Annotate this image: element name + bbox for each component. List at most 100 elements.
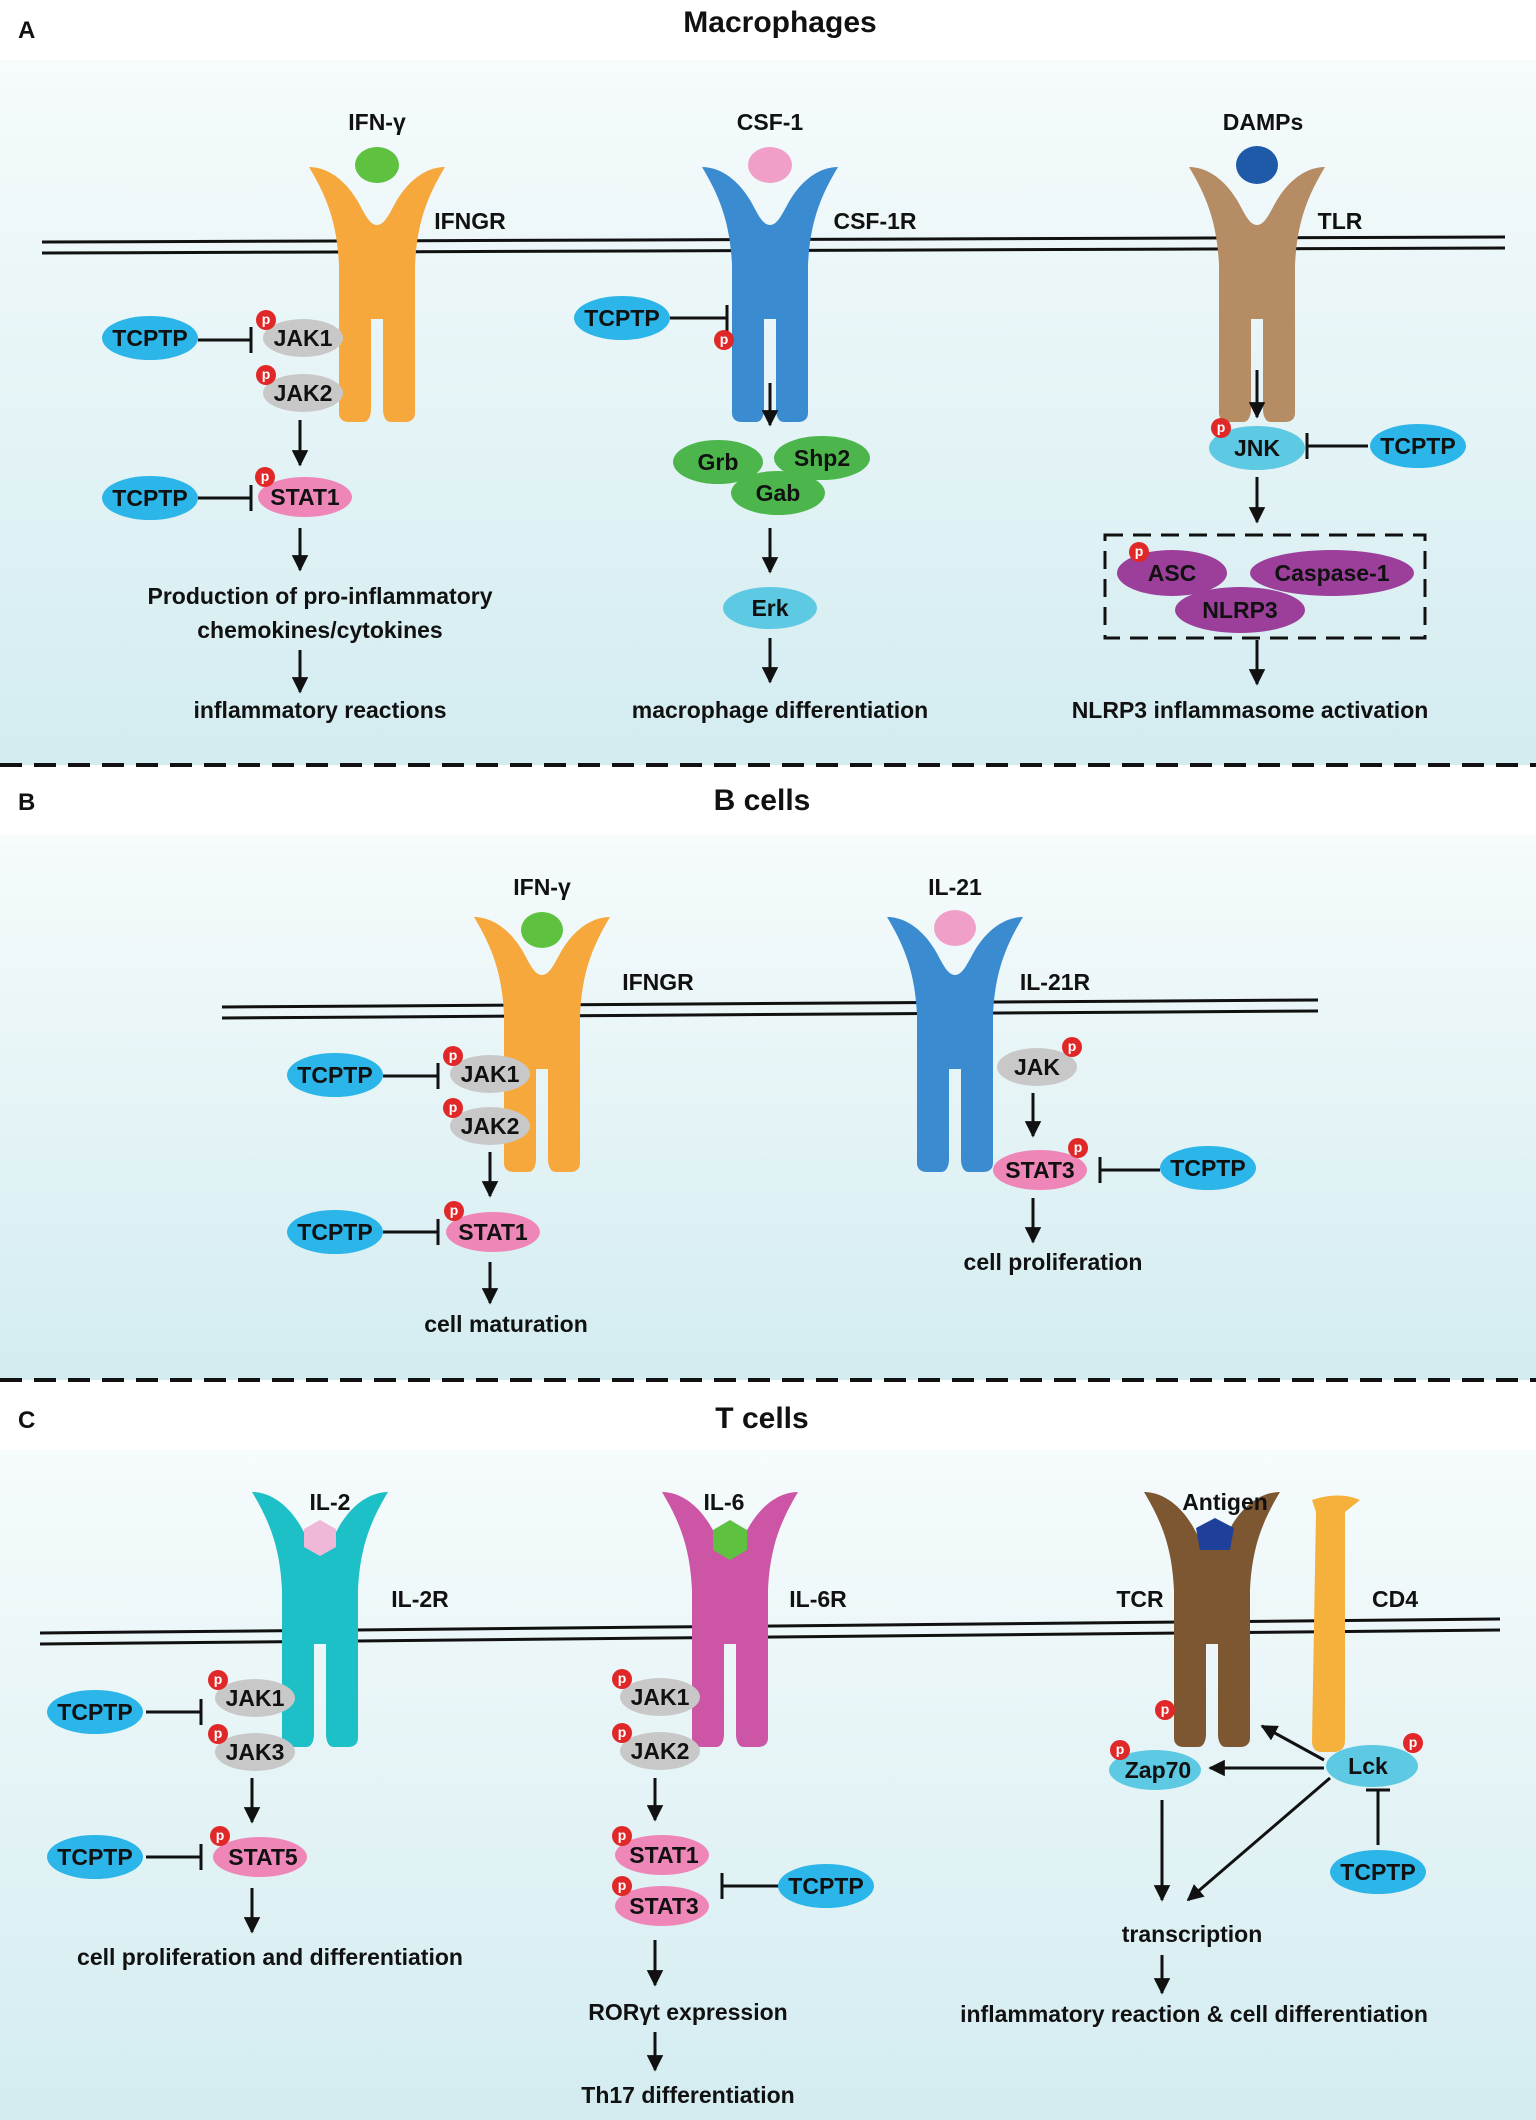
panel-c-letter: C (18, 1407, 35, 1434)
il6-label: IL-6 (704, 1489, 745, 1515)
phospho-stat1-c (612, 1826, 632, 1846)
panel-b-title: B cells (714, 784, 811, 817)
jak1-c1-label: JAK1 (226, 1685, 285, 1711)
inhibit-a2 (198, 485, 253, 511)
phospho-jak2-c (612, 1723, 632, 1743)
il21-ligand (934, 910, 976, 946)
ifn-gamma-b-ligand (521, 912, 563, 948)
ifn-gamma-ligand (355, 147, 399, 183)
jak2-b-label: JAK2 (461, 1113, 520, 1139)
stat3-c-label: STAT3 (629, 1893, 698, 1919)
tcr-outcome1: transcription (1122, 1921, 1263, 1947)
tlr-label: TLR (1318, 208, 1363, 234)
svg-text:p: p (214, 1671, 223, 1687)
cd4-coreceptor (1312, 1495, 1360, 1752)
stat1-a (258, 477, 352, 517)
svg-text:p: p (618, 1877, 627, 1893)
tcr-outcome2: inflammatory reaction & cell differentia… (960, 2001, 1428, 2027)
inhibit-b1 (383, 1063, 440, 1089)
stat1-b-label: STAT1 (458, 1219, 528, 1245)
tcptp-c2-label: TCPTP (57, 1844, 132, 1870)
panel-b-background (0, 835, 1536, 1380)
jak1-c2 (620, 1678, 700, 1716)
tcptp-a4 (1370, 424, 1466, 468)
lck-label: Lck (1348, 1753, 1388, 1779)
phospho-jak-b (1062, 1037, 1082, 1057)
csf1r-label: CSF-1R (833, 208, 916, 234)
panel-c-title: T cells (715, 1402, 808, 1435)
svg-text:p: p (262, 311, 271, 327)
tcptp-a2 (102, 476, 198, 520)
stat3-c (615, 1886, 709, 1926)
svg-text:p: p (618, 1827, 627, 1843)
il6r-outcome2: Th17 differentiation (581, 2082, 794, 2108)
panel-a-letter: A (18, 17, 35, 44)
zap70-label: Zap70 (1125, 1757, 1191, 1783)
phospho-stat5 (210, 1826, 230, 1846)
stat5 (213, 1837, 307, 1877)
tcptp-c4-label: TCPTP (1340, 1859, 1415, 1885)
svg-text:p: p (1068, 1038, 1077, 1054)
ifn-gamma-label: IFN-γ (348, 109, 406, 135)
svg-text:p: p (214, 1725, 223, 1741)
antigen-label: Antigen (1182, 1489, 1268, 1515)
inhibit-c1 (146, 1699, 203, 1725)
svg-text:p: p (261, 468, 270, 484)
jak2-c-label: JAK2 (631, 1738, 690, 1764)
inhibit-b3 (1098, 1157, 1160, 1183)
inhibit-a3 (670, 305, 729, 331)
stat1-a-label: STAT1 (270, 484, 340, 510)
tcptp-a1-label: TCPTP (112, 325, 187, 351)
jak1-b-label: JAK1 (461, 1061, 520, 1087)
jak3-c (215, 1733, 295, 1771)
il21r-outcome: cell proliferation (964, 1249, 1143, 1275)
gab (731, 471, 825, 515)
caspase1 (1250, 550, 1414, 596)
caspase1-label: Caspase-1 (1274, 560, 1389, 586)
damps-label: DAMPs (1223, 109, 1304, 135)
csf1-label: CSF-1 (737, 109, 804, 135)
phospho-stat1-b (444, 1201, 464, 1221)
csf1r-outcome: macrophage differentiation (632, 697, 928, 723)
phospho-jak1-a (256, 310, 276, 330)
il6r-label: IL-6R (789, 1586, 847, 1612)
phospho-asc (1129, 542, 1149, 562)
jak1-a (263, 319, 343, 357)
arrow-lck-transcription (1186, 1776, 1331, 1902)
jak2-c (620, 1732, 700, 1770)
svg-text:p: p (1161, 1701, 1170, 1717)
inhibit-c3 (720, 1873, 780, 1899)
jnk (1209, 426, 1305, 470)
svg-text:p: p (449, 1099, 458, 1115)
jak1-c2-label: JAK1 (631, 1684, 690, 1710)
asc-label: ASC (1148, 560, 1197, 586)
tcptp-c3 (778, 1864, 874, 1908)
svg-text:p: p (720, 331, 729, 347)
ifngr-a-outcome2: inflammatory reactions (193, 697, 446, 723)
damps-ligand (1236, 146, 1278, 184)
stat3-b (993, 1150, 1087, 1190)
ifngr-b-label: IFNGR (622, 969, 694, 995)
il2r-label: IL-2R (391, 1586, 449, 1612)
ifngr-label: IFNGR (434, 208, 506, 234)
phospho-jak2-a (256, 365, 276, 385)
il21r-label: IL-21R (1020, 969, 1091, 995)
tcr-label: TCR (1116, 1586, 1164, 1612)
ifngr-b-outcome: cell maturation (424, 1311, 588, 1337)
inflammasome-box (1103, 533, 1427, 640)
jak1-a-label: JAK1 (274, 325, 333, 351)
phospho-stat3-b (1068, 1138, 1088, 1158)
nlrp3 (1175, 587, 1305, 633)
phospho-jak3-c (208, 1724, 228, 1744)
svg-text:p: p (450, 1202, 459, 1218)
lck (1326, 1745, 1418, 1787)
inhibit-c2 (146, 1844, 203, 1870)
tcptp-a4-label: TCPTP (1380, 433, 1455, 459)
erk-label: Erk (751, 595, 788, 621)
membrane-b (221, 998, 1319, 1020)
il2-label: IL-2 (310, 1489, 351, 1515)
jak2-b (450, 1107, 530, 1145)
tcptp-a3-label: TCPTP (584, 305, 659, 331)
jak1-c1 (215, 1679, 295, 1717)
shp2-label: Shp2 (794, 445, 850, 471)
